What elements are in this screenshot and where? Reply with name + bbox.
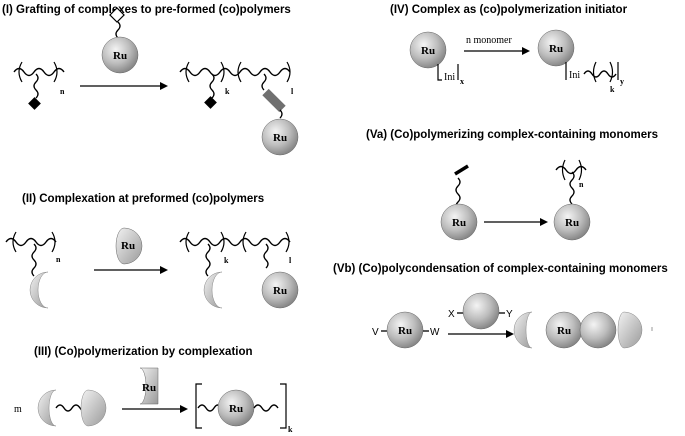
ru-monomer: Ru bbox=[440, 164, 478, 241]
panel-6-title: (Vb) (Co)polycondensation of complex-con… bbox=[333, 263, 668, 275]
polymer-with-pendant-group: n bbox=[13, 61, 65, 110]
end-group-y: Y bbox=[506, 309, 513, 320]
ru-label: Ru bbox=[421, 45, 435, 57]
complexed-copolymer: k l Ru bbox=[179, 231, 299, 309]
initiator-label: Ini bbox=[444, 72, 455, 83]
panel-2-title: (II) Complexation at preformed (co)polym… bbox=[22, 193, 264, 205]
panel-polymerizing-monomers: (Va) (Co)polymerizing complex-containing… bbox=[366, 129, 658, 241]
diamond-functional-group bbox=[28, 97, 41, 110]
vw-monomer: V Ru W bbox=[372, 311, 440, 349]
ru-label: Ru bbox=[121, 240, 135, 252]
ru-label: Ru bbox=[273, 132, 287, 144]
coordination-polymer: Ru k bbox=[195, 383, 293, 434]
diamond-functional-group bbox=[204, 96, 217, 109]
reaction-arrow-head bbox=[540, 218, 548, 226]
ru-half-sphere bbox=[115, 227, 143, 265]
ru-sphere bbox=[386, 311, 424, 349]
ru-label: Ru bbox=[549, 43, 563, 55]
ru-sphere bbox=[553, 203, 591, 241]
half-sphere-left bbox=[513, 311, 533, 349]
ru-label: Ru bbox=[452, 217, 466, 229]
repeat-k: k bbox=[225, 87, 230, 96]
alternating-condensation-polymer: Ru bbox=[513, 311, 653, 349]
reaction-arrow-head bbox=[522, 47, 530, 55]
initiator-label: Ini bbox=[569, 70, 580, 81]
reaction-arrow-head bbox=[160, 82, 168, 90]
ru-label: Ru bbox=[142, 382, 156, 394]
ru-label: Ru bbox=[113, 50, 127, 62]
ru-sphere bbox=[101, 36, 139, 74]
panel-complexation: (II) Complexation at preformed (co)polym… bbox=[5, 193, 299, 309]
half-ligand-sphere-left bbox=[37, 389, 57, 427]
panel-polycondensation: (Vb) (Co)polycondensation of complex-con… bbox=[333, 263, 668, 349]
end-group-v: V bbox=[372, 327, 379, 338]
subscript-x: x bbox=[460, 77, 464, 86]
ru-complex-reagent: Ru bbox=[101, 7, 139, 74]
panel-1-title: (I) Grafting of complexes to pre-formed … bbox=[2, 4, 291, 16]
half-ligand-sphere bbox=[203, 271, 223, 309]
ru-fragment bbox=[139, 367, 159, 405]
repeat-k: k bbox=[288, 425, 293, 434]
ru-sphere bbox=[440, 203, 478, 241]
grafted-copolymer: k l Ru bbox=[179, 61, 299, 156]
ru-initiator: Ru Ini x bbox=[409, 31, 464, 86]
reaction-arrow-head bbox=[180, 405, 188, 413]
panel-grafting: (I) Grafting of complexes to pre-formed … bbox=[2, 4, 299, 156]
open-diamond-group bbox=[109, 7, 125, 23]
ru-label: Ru bbox=[565, 217, 579, 229]
linker-block bbox=[262, 88, 286, 113]
repeat-l: l bbox=[291, 87, 294, 96]
end-group-w: W bbox=[430, 327, 440, 338]
comonomer-sphere bbox=[462, 292, 500, 330]
repeat-n: n bbox=[60, 87, 65, 96]
ru-sphere bbox=[409, 31, 447, 69]
bis-ligand-monomer: m bbox=[14, 389, 107, 427]
ru-label: Ru bbox=[273, 285, 287, 297]
comonomer-sphere bbox=[579, 311, 617, 349]
repeat-k: k bbox=[224, 256, 229, 265]
reaction-arrow-head bbox=[160, 266, 168, 274]
ru-sphere bbox=[261, 118, 299, 156]
ru-sphere bbox=[261, 271, 299, 309]
ru-label: Ru bbox=[398, 325, 412, 337]
repeat-n: n bbox=[579, 180, 584, 189]
panel-initiator: (IV) Complex as (co)polymerization initi… bbox=[390, 4, 628, 94]
panel-polymerization-by-complexation: (III) (Co)polymerization by complexation… bbox=[14, 346, 293, 434]
monomer-count-m: m bbox=[14, 404, 22, 415]
ru-half-reagent: Ru bbox=[115, 227, 143, 265]
repeat-k: k bbox=[610, 85, 615, 94]
repeat-n: n bbox=[56, 255, 61, 264]
panel-3-title: (III) (Co)polymerization by complexation bbox=[34, 346, 253, 358]
xy-comonomer: X Y bbox=[448, 292, 513, 330]
polymer-with-half-sphere: n bbox=[5, 231, 61, 309]
panel-5-title: (Va) (Co)polymerizing complex-containing… bbox=[366, 129, 658, 141]
polymer-initiated: Ru Ini k y bbox=[537, 29, 624, 94]
ru-polymer: n Ru bbox=[553, 159, 591, 241]
reaction-arrow-head bbox=[506, 330, 514, 338]
ru-label: Ru bbox=[557, 325, 571, 337]
ru-label: Ru bbox=[229, 403, 243, 415]
half-ligand-sphere bbox=[29, 271, 49, 309]
repeat-l: l bbox=[289, 256, 292, 265]
vinyl-group bbox=[454, 164, 469, 176]
ru-fragment-reagent: Ru bbox=[139, 367, 159, 405]
arrow-label: n monomer bbox=[466, 35, 512, 46]
end-group-x: X bbox=[448, 309, 455, 320]
half-sphere-right bbox=[617, 311, 643, 349]
half-ligand-sphere-right bbox=[80, 389, 107, 427]
subscript-y: y bbox=[620, 77, 624, 86]
panel-4-title: (IV) Complex as (co)polymerization initi… bbox=[390, 4, 628, 16]
ru-sphere bbox=[537, 29, 575, 67]
